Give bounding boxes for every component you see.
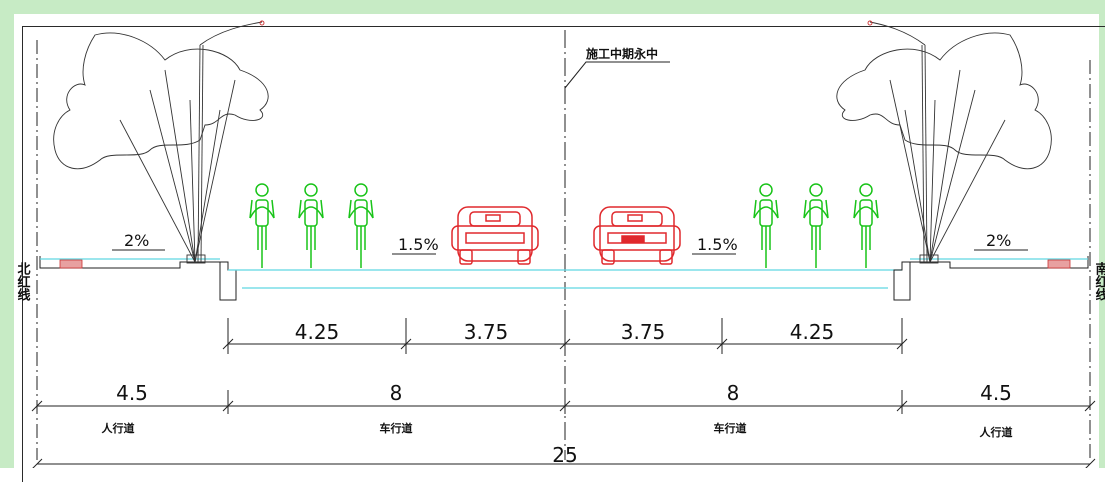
svg-text:1.5%: 1.5% xyxy=(697,235,738,254)
slope-right-road: 1.5% xyxy=(692,235,738,254)
left-redline-label: 北红线 xyxy=(15,262,31,302)
slope-left-sidewalk: 2% xyxy=(112,231,165,250)
dim-lower-label-2: 车行道 xyxy=(380,421,413,435)
car-left xyxy=(452,207,538,264)
dim-lower-3: 8 xyxy=(727,381,740,405)
cyclists xyxy=(250,184,878,268)
right-redline-label: 南红线 xyxy=(1093,261,1105,302)
car-right xyxy=(594,207,680,264)
cyclist-icon xyxy=(754,184,778,268)
svg-text:1.5%: 1.5% xyxy=(398,235,439,254)
cyclist-icon xyxy=(299,184,323,268)
dim-upper-2: 3.75 xyxy=(464,320,509,344)
svg-text:2%: 2% xyxy=(124,231,149,250)
dim-lower-4: 4.5 xyxy=(980,381,1012,405)
svg-text:2%: 2% xyxy=(986,231,1011,250)
tree-left xyxy=(54,21,269,263)
cyclist-icon xyxy=(349,184,373,268)
dim-lower-label-3: 车行道 xyxy=(714,421,747,435)
dim-lower-label-1: 人行道 xyxy=(102,421,135,435)
dim-upper-3: 3.75 xyxy=(621,320,666,344)
dim-lower-2: 8 xyxy=(390,381,403,405)
dim-total: 25 xyxy=(552,443,577,467)
dim-upper-4: 4.25 xyxy=(790,320,835,344)
cyclist-icon xyxy=(804,184,828,268)
slope-right-sidewalk: 2% xyxy=(974,231,1028,250)
dimension-lower xyxy=(32,390,1095,414)
center-leader xyxy=(565,62,670,88)
dim-lower-1: 4.5 xyxy=(116,381,148,405)
dim-lower-label-4: 人行道 xyxy=(980,425,1013,439)
dim-upper-1: 4.25 xyxy=(295,320,340,344)
cyclist-icon xyxy=(854,184,878,268)
cyclist-icon xyxy=(250,184,274,268)
centerline-label: 施工中期永中 xyxy=(586,46,658,61)
slope-left-road: 1.5% xyxy=(392,235,439,254)
cross-section-drawing: 北红线 南红线 施工中期永中 2% 1.5% 1.5% 2% xyxy=(0,0,1105,468)
